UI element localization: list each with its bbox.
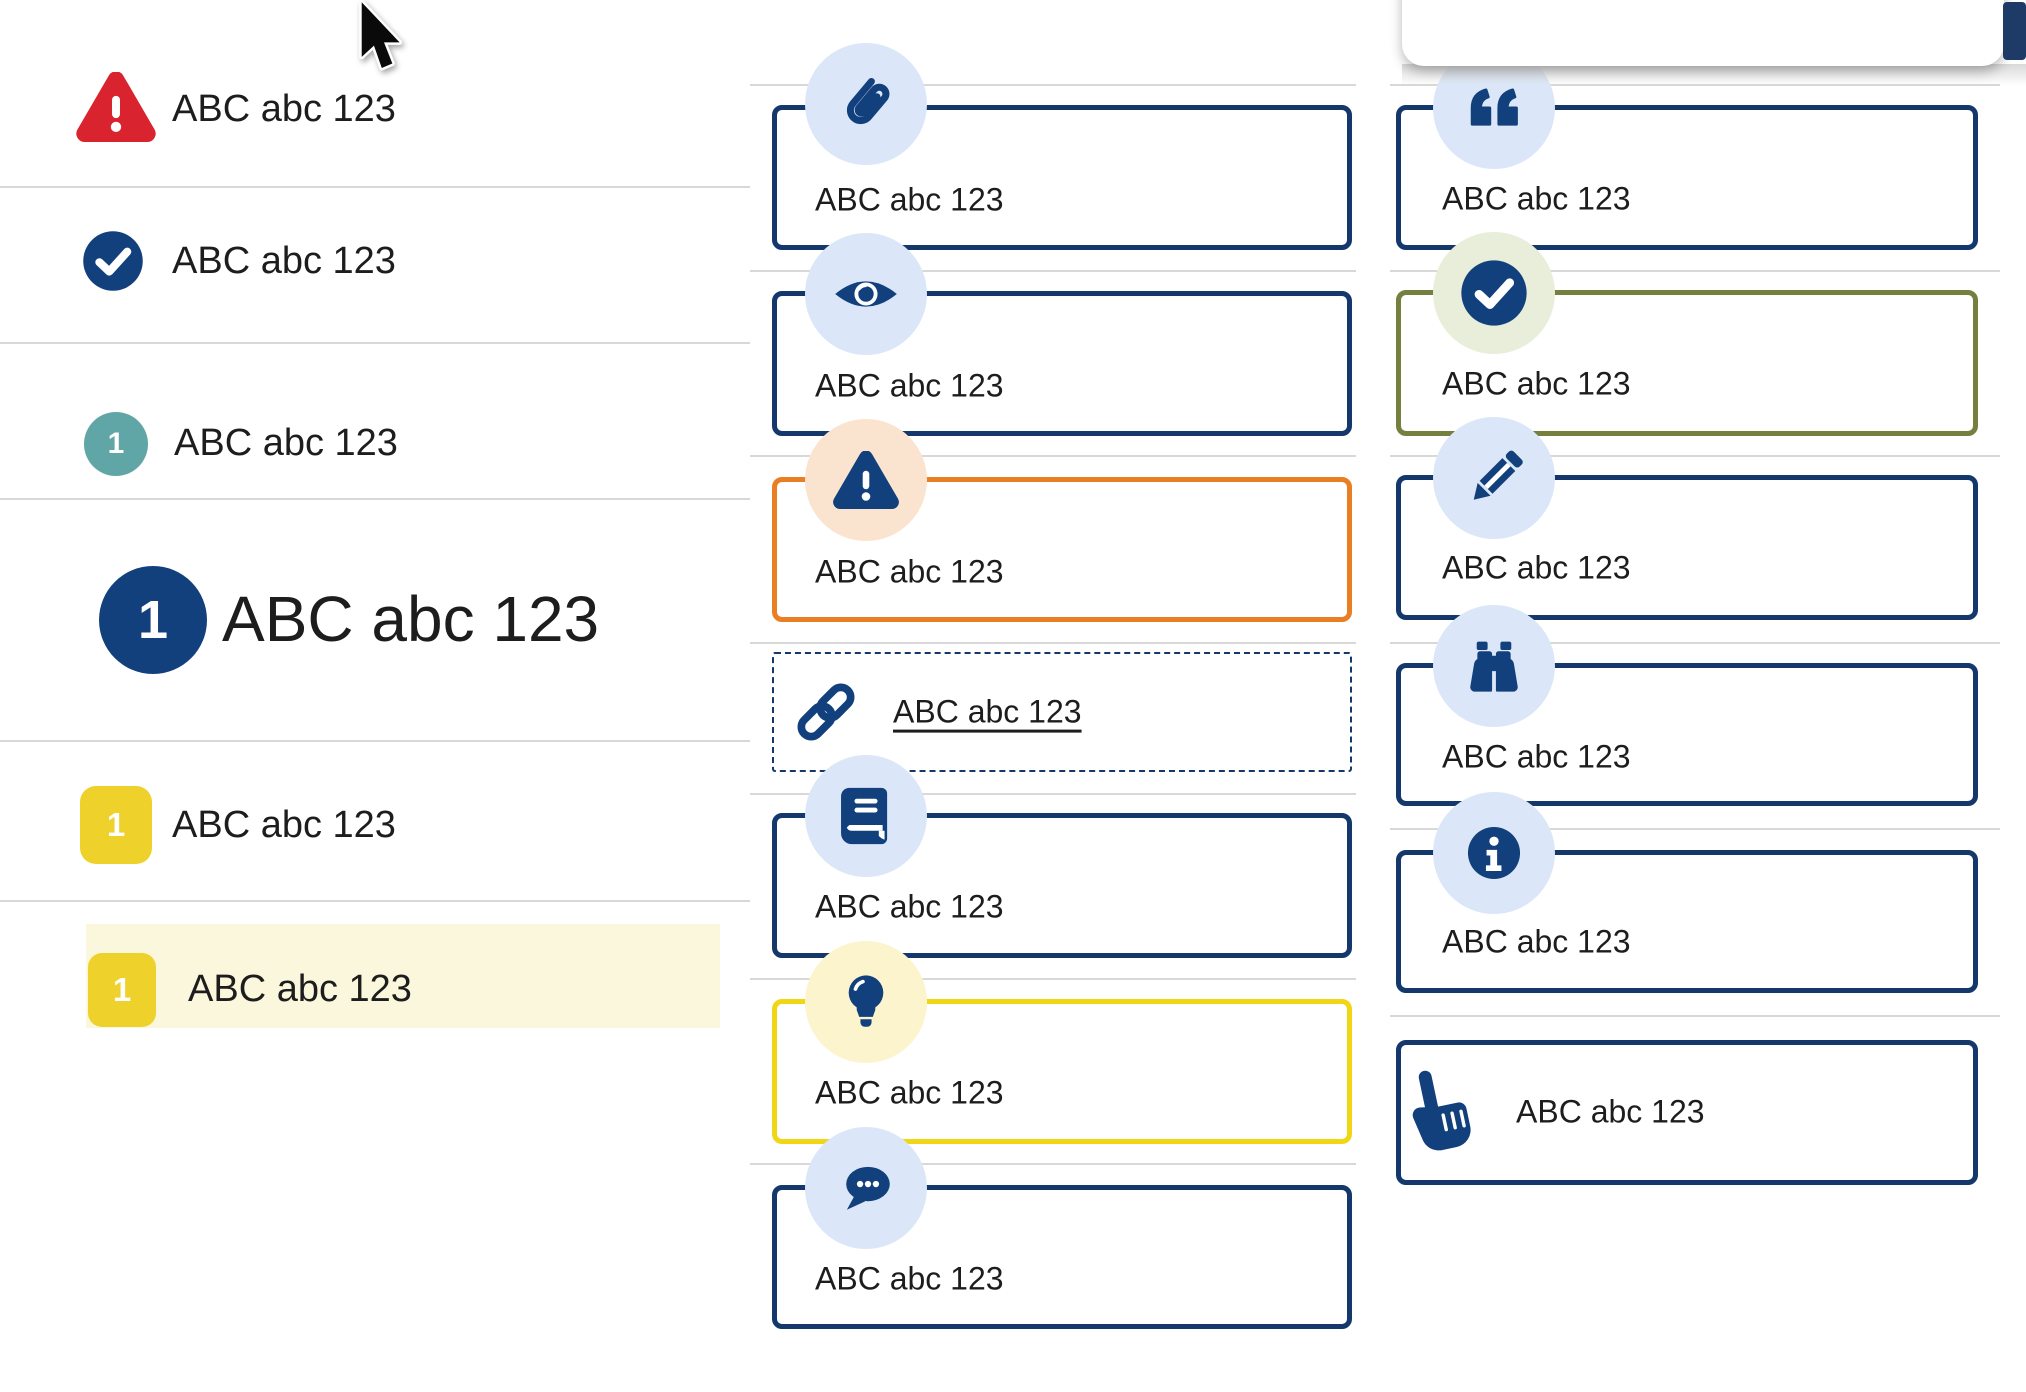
callout-label: ABC abc 123 bbox=[1516, 1093, 1705, 1130]
divider bbox=[750, 455, 1356, 457]
card-shadow bbox=[1402, 64, 2026, 88]
divider bbox=[750, 1163, 1356, 1165]
binoculars-icon bbox=[1433, 605, 1555, 727]
callout-label: ABC abc 123 bbox=[1442, 738, 1631, 775]
mouse-cursor-icon bbox=[356, 0, 412, 83]
callout-label: ABC abc 123 bbox=[815, 1260, 1004, 1297]
callout-label: ABC abc 123 bbox=[815, 888, 1004, 925]
divider bbox=[0, 900, 750, 902]
callout-quote bbox=[1396, 105, 1978, 250]
callout-label: ABC abc 123 bbox=[1442, 549, 1631, 586]
divider bbox=[0, 342, 750, 344]
alert-triangle-icon bbox=[76, 72, 156, 142]
divider bbox=[750, 84, 1356, 86]
divider bbox=[0, 498, 750, 500]
callout-action bbox=[1396, 1040, 1978, 1185]
lightbulb-icon bbox=[805, 941, 927, 1063]
callout-label: ABC abc 123 bbox=[1442, 365, 1631, 402]
divider bbox=[1390, 270, 2000, 272]
scrollbar-thumb[interactable] bbox=[2003, 2, 2026, 60]
callout-label: ABC abc 123 bbox=[815, 1074, 1004, 1111]
numbered-badge-teal: 1 bbox=[84, 412, 148, 476]
numbered-badge-navy-large: 1 bbox=[99, 566, 207, 674]
info-icon bbox=[1433, 792, 1555, 914]
paperclip-icon bbox=[805, 43, 927, 165]
pencil-icon bbox=[1433, 417, 1555, 539]
book-icon bbox=[805, 755, 927, 877]
hand-point-up-icon bbox=[1404, 1063, 1480, 1158]
list-item-label: ABC abc 123 bbox=[172, 804, 396, 847]
list-item-label: ABC abc 123 bbox=[172, 240, 396, 283]
chat-icon bbox=[805, 1127, 927, 1249]
list-item-label: ABC abc 123 bbox=[222, 583, 600, 656]
eye-icon bbox=[805, 233, 927, 355]
selected-row-highlight bbox=[86, 924, 720, 1028]
divider bbox=[1390, 642, 2000, 644]
divider bbox=[750, 642, 1356, 644]
callout-label: ABC abc 123 bbox=[815, 181, 1004, 218]
link-label[interactable]: ABC abc 123 bbox=[893, 693, 1082, 730]
callout-label: ABC abc 123 bbox=[815, 553, 1004, 590]
divider bbox=[0, 186, 750, 188]
divider bbox=[1390, 828, 2000, 830]
list-item-label: ABC abc 123 bbox=[174, 422, 398, 465]
callout-label: ABC abc 123 bbox=[1442, 923, 1631, 960]
callout-link[interactable] bbox=[772, 652, 1352, 772]
numbered-badge-yellow: 1 bbox=[80, 786, 152, 864]
check-circle-icon bbox=[82, 230, 144, 292]
callout-label: ABC abc 123 bbox=[815, 367, 1004, 404]
check-circle-icon bbox=[1433, 232, 1555, 354]
divider bbox=[750, 793, 1356, 795]
link-icon bbox=[791, 677, 861, 747]
numbered-badge-yellow: 1 bbox=[88, 953, 156, 1027]
divider bbox=[1390, 455, 2000, 457]
divider bbox=[1390, 1015, 2000, 1017]
divider bbox=[750, 978, 1356, 980]
divider bbox=[750, 270, 1356, 272]
alert-triangle-icon bbox=[805, 419, 927, 541]
list-item-label: ABC abc 123 bbox=[188, 968, 412, 1011]
floating-card-edge bbox=[1402, 0, 2004, 66]
callout-label: ABC abc 123 bbox=[1442, 180, 1631, 217]
list-item-label: ABC abc 123 bbox=[172, 88, 396, 131]
callout-tip bbox=[772, 999, 1352, 1144]
divider bbox=[0, 740, 750, 742]
